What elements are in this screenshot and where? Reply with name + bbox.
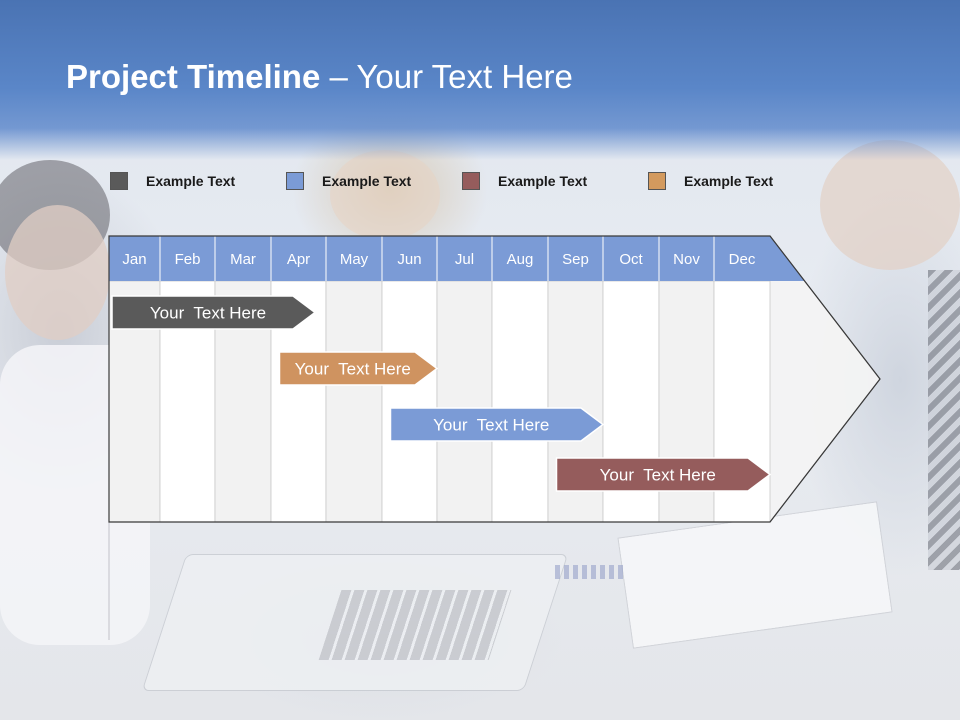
legend-label: Example Text bbox=[322, 173, 412, 189]
month-column bbox=[491, 280, 549, 523]
month-column bbox=[325, 280, 383, 523]
month-label: Jul bbox=[455, 251, 474, 268]
header-band bbox=[0, 0, 960, 160]
task-arrow bbox=[555, 457, 772, 492]
legend-label: Example Text bbox=[498, 173, 588, 189]
month-label: May bbox=[340, 251, 369, 268]
month-column bbox=[436, 280, 493, 523]
page-title: Project Timeline – Your Text Here bbox=[66, 58, 573, 96]
title-main: Project Timeline bbox=[66, 58, 321, 95]
task-arrow bbox=[111, 295, 317, 330]
legend-label: Example Text bbox=[684, 173, 774, 189]
legend-swatch bbox=[110, 172, 128, 190]
legend-swatch bbox=[462, 172, 480, 190]
legend-item-2: Example Text bbox=[286, 171, 411, 191]
month-column bbox=[381, 280, 438, 523]
month-label: Aug bbox=[507, 251, 534, 268]
title-subtitle: Your Text Here bbox=[356, 58, 573, 95]
task-label: Your Text Here bbox=[433, 416, 549, 435]
legend-item-3: Example Text bbox=[462, 171, 587, 191]
month-label: Nov bbox=[673, 251, 700, 268]
timeline-outline bbox=[108, 235, 881, 523]
task-arrow bbox=[389, 407, 605, 442]
legend-label: Example Text bbox=[146, 173, 236, 189]
title-separator: – bbox=[320, 58, 357, 95]
month-label: Apr bbox=[287, 251, 310, 268]
month-label: Mar bbox=[230, 251, 256, 268]
task-label: Your Text Here bbox=[600, 466, 716, 485]
month-header-row bbox=[109, 236, 770, 281]
month-label: Jan bbox=[122, 251, 146, 268]
month-label: Sep bbox=[562, 251, 589, 268]
month-label: Feb bbox=[175, 251, 201, 268]
legend-swatch bbox=[286, 172, 304, 190]
month-label: Oct bbox=[619, 251, 643, 268]
month-label: Jun bbox=[397, 251, 421, 268]
task-arrow bbox=[278, 351, 439, 386]
task-label: Your Text Here bbox=[150, 304, 266, 323]
legend-item-1: Example Text bbox=[110, 171, 235, 191]
task-label: Your Text Here bbox=[295, 360, 411, 379]
legend-item-4: Example Text bbox=[648, 171, 773, 191]
month-label: Dec bbox=[729, 251, 756, 268]
legend-swatch bbox=[648, 172, 666, 190]
